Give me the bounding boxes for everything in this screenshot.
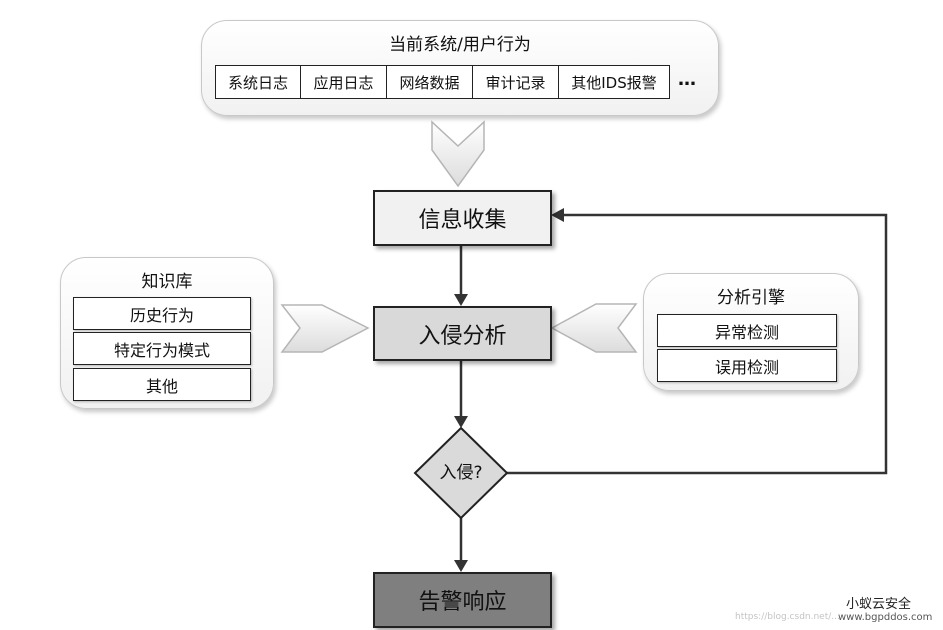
kb-history-behavior: 历史行为	[73, 297, 251, 330]
arrowhead	[454, 416, 468, 428]
arrowhead	[551, 208, 564, 222]
source-network-data: 网络数据	[387, 66, 473, 98]
node-intrusion-analysis: 入侵分析	[373, 306, 552, 361]
kb-specific-pattern: 特定行为模式	[73, 332, 251, 365]
data-source-row: 系统日志 应用日志 网络数据 审计记录 其他IDS报警	[215, 65, 670, 99]
source-app-log: 应用日志	[301, 66, 387, 98]
analysis-engine-title: 分析引擎	[717, 288, 785, 308]
faint-url-watermark: https://blog.csdn.net/...	[735, 612, 840, 622]
analysis-engine-panel: 分析引擎 异常检测 误用检测	[643, 273, 859, 391]
arrowhead	[454, 294, 468, 306]
hollow-arrow-right	[280, 304, 370, 353]
brand-watermark: 小蚁云安全	[846, 597, 912, 612]
node-intrusion-decision-label: 入侵?	[439, 463, 483, 483]
more-sources-ellipsis: …	[678, 69, 696, 90]
system-behavior-title: 当前系统/用户行为	[389, 35, 531, 55]
engine-anomaly-detection: 异常检测	[657, 314, 837, 347]
knowledge-base-panel: 知识库 历史行为 特定行为模式 其他	[60, 257, 274, 409]
source-other-ids-alarm: 其他IDS报警	[571, 73, 657, 92]
knowledge-base-title: 知识库	[141, 272, 193, 292]
system-behavior-panel: 当前系统/用户行为 系统日志 应用日志 网络数据 审计记录 其他IDS报警 …	[201, 20, 719, 116]
site-watermark: www.bgpddos.com	[838, 612, 933, 623]
hollow-arrow-down	[431, 120, 485, 188]
hollow-arrow-left	[550, 303, 638, 353]
feedback-loop	[506, 213, 888, 475]
engine-misuse-detection: 误用检测	[657, 349, 837, 382]
arrowhead	[454, 560, 468, 572]
node-info-collect: 信息收集	[373, 190, 552, 246]
node-alert-response: 告警响应	[373, 572, 552, 628]
kb-other: 其他	[73, 368, 251, 401]
decision-diamond	[413, 426, 509, 520]
source-audit-record: 审计记录	[473, 66, 559, 98]
source-system-log: 系统日志	[216, 66, 301, 98]
